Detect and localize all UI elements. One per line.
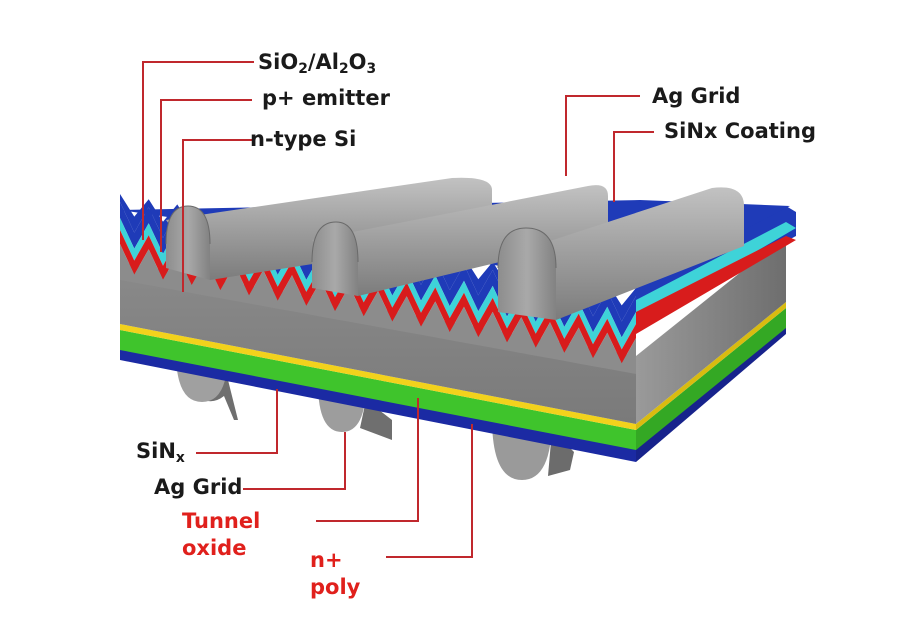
si-side-face	[636, 236, 786, 424]
emitter-side	[636, 236, 796, 334]
leader-sinx-coating	[613, 131, 654, 202]
front-finger	[311, 185, 608, 296]
p-emitter-band	[120, 230, 636, 364]
leader-n-poly	[386, 424, 473, 558]
rear-contact	[360, 400, 392, 440]
front-finger	[497, 187, 744, 320]
leader-sinx-bottom	[196, 389, 278, 454]
label-sinx-coating: SiNx Coating	[664, 119, 816, 143]
rear-layer-stack	[120, 302, 786, 462]
tunnel-oxide-side	[636, 302, 786, 430]
label-sio2-al2o3: SiO2/Al2O3	[258, 50, 377, 78]
leader-n-type	[182, 139, 254, 292]
leader-lines	[142, 61, 654, 558]
leader-ag-grid-top	[565, 95, 640, 176]
n-poly-side	[636, 308, 786, 450]
label-ag-grid-top: Ag Grid	[652, 84, 741, 108]
label-n-type-si: n-type Si	[250, 127, 357, 151]
tunnel-oxide-layer	[120, 324, 636, 430]
sio2-al2o3-band	[120, 218, 636, 350]
leader-tunnel-oxide	[316, 398, 419, 522]
front-ag-grid	[165, 177, 744, 320]
label-sinx-bottom: SiNx	[136, 439, 185, 467]
label-n-poly: n+ poly	[310, 548, 361, 599]
leader-ag-grid-bottom	[243, 432, 346, 490]
label-tunnel-oxide: Tunnel oxide	[182, 509, 261, 560]
label-ag-grid-bottom: Ag Grid	[154, 475, 243, 499]
leader-sio2	[142, 61, 254, 240]
si-texture-base	[120, 244, 636, 374]
n-poly-layer	[120, 330, 636, 450]
leader-emitter	[160, 99, 252, 252]
label-p-emitter: p+ emitter	[262, 86, 390, 110]
